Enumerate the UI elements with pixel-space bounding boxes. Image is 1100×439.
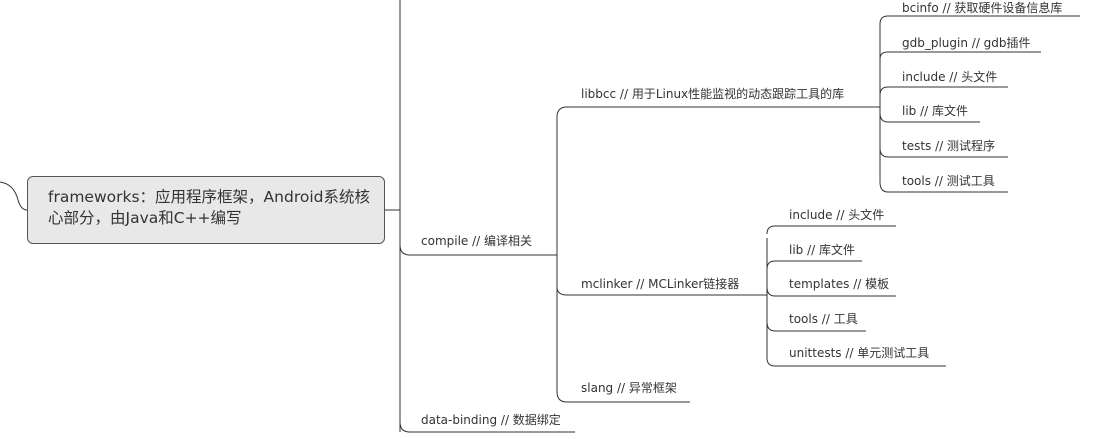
topic-compile[interactable]: compile // 编译相关 [421,234,533,248]
root-topic-frameworks[interactable]: frameworks：应用程序框架，Android系统核心部分，由Java和C+… [27,176,385,244]
topic-mclinker-unittests[interactable]: unittests // 单元测试工具 [789,346,930,360]
topic-mclinker-tools[interactable]: tools // 工具 [789,312,858,326]
topic-libbcc-gdb-plugin[interactable]: gdb_plugin // gdb插件 [902,36,1031,50]
topic-libbcc-tests[interactable]: tests // 测试程序 [902,139,996,153]
topic-slang[interactable]: slang // 异常框架 [581,381,677,395]
topic-mclinker-templates[interactable]: templates // 模板 [789,277,890,291]
topic-libbcc[interactable]: libbcc // 用于Linux性能监视的动态跟踪工具的库 [581,87,845,101]
topic-libbcc-bcinfo[interactable]: bcinfo // 获取硬件设备信息库 [902,1,1063,15]
topic-libbcc-lib[interactable]: lib // 库文件 [902,104,969,118]
topic-libbcc-include[interactable]: include // 头文件 [902,70,998,84]
topic-libbcc-tools[interactable]: tools // 测试工具 [902,174,995,188]
topic-data-binding[interactable]: data-binding // 数据绑定 [421,413,561,427]
root-topic-text: frameworks：应用程序框架，Android系统核心部分，由Java和C+… [48,188,370,227]
topic-mclinker-include[interactable]: include // 头文件 [789,208,885,222]
topic-mclinker-lib[interactable]: lib // 库文件 [789,243,856,257]
topic-mclinker[interactable]: mclinker // MCLinker链接器 [581,277,740,291]
